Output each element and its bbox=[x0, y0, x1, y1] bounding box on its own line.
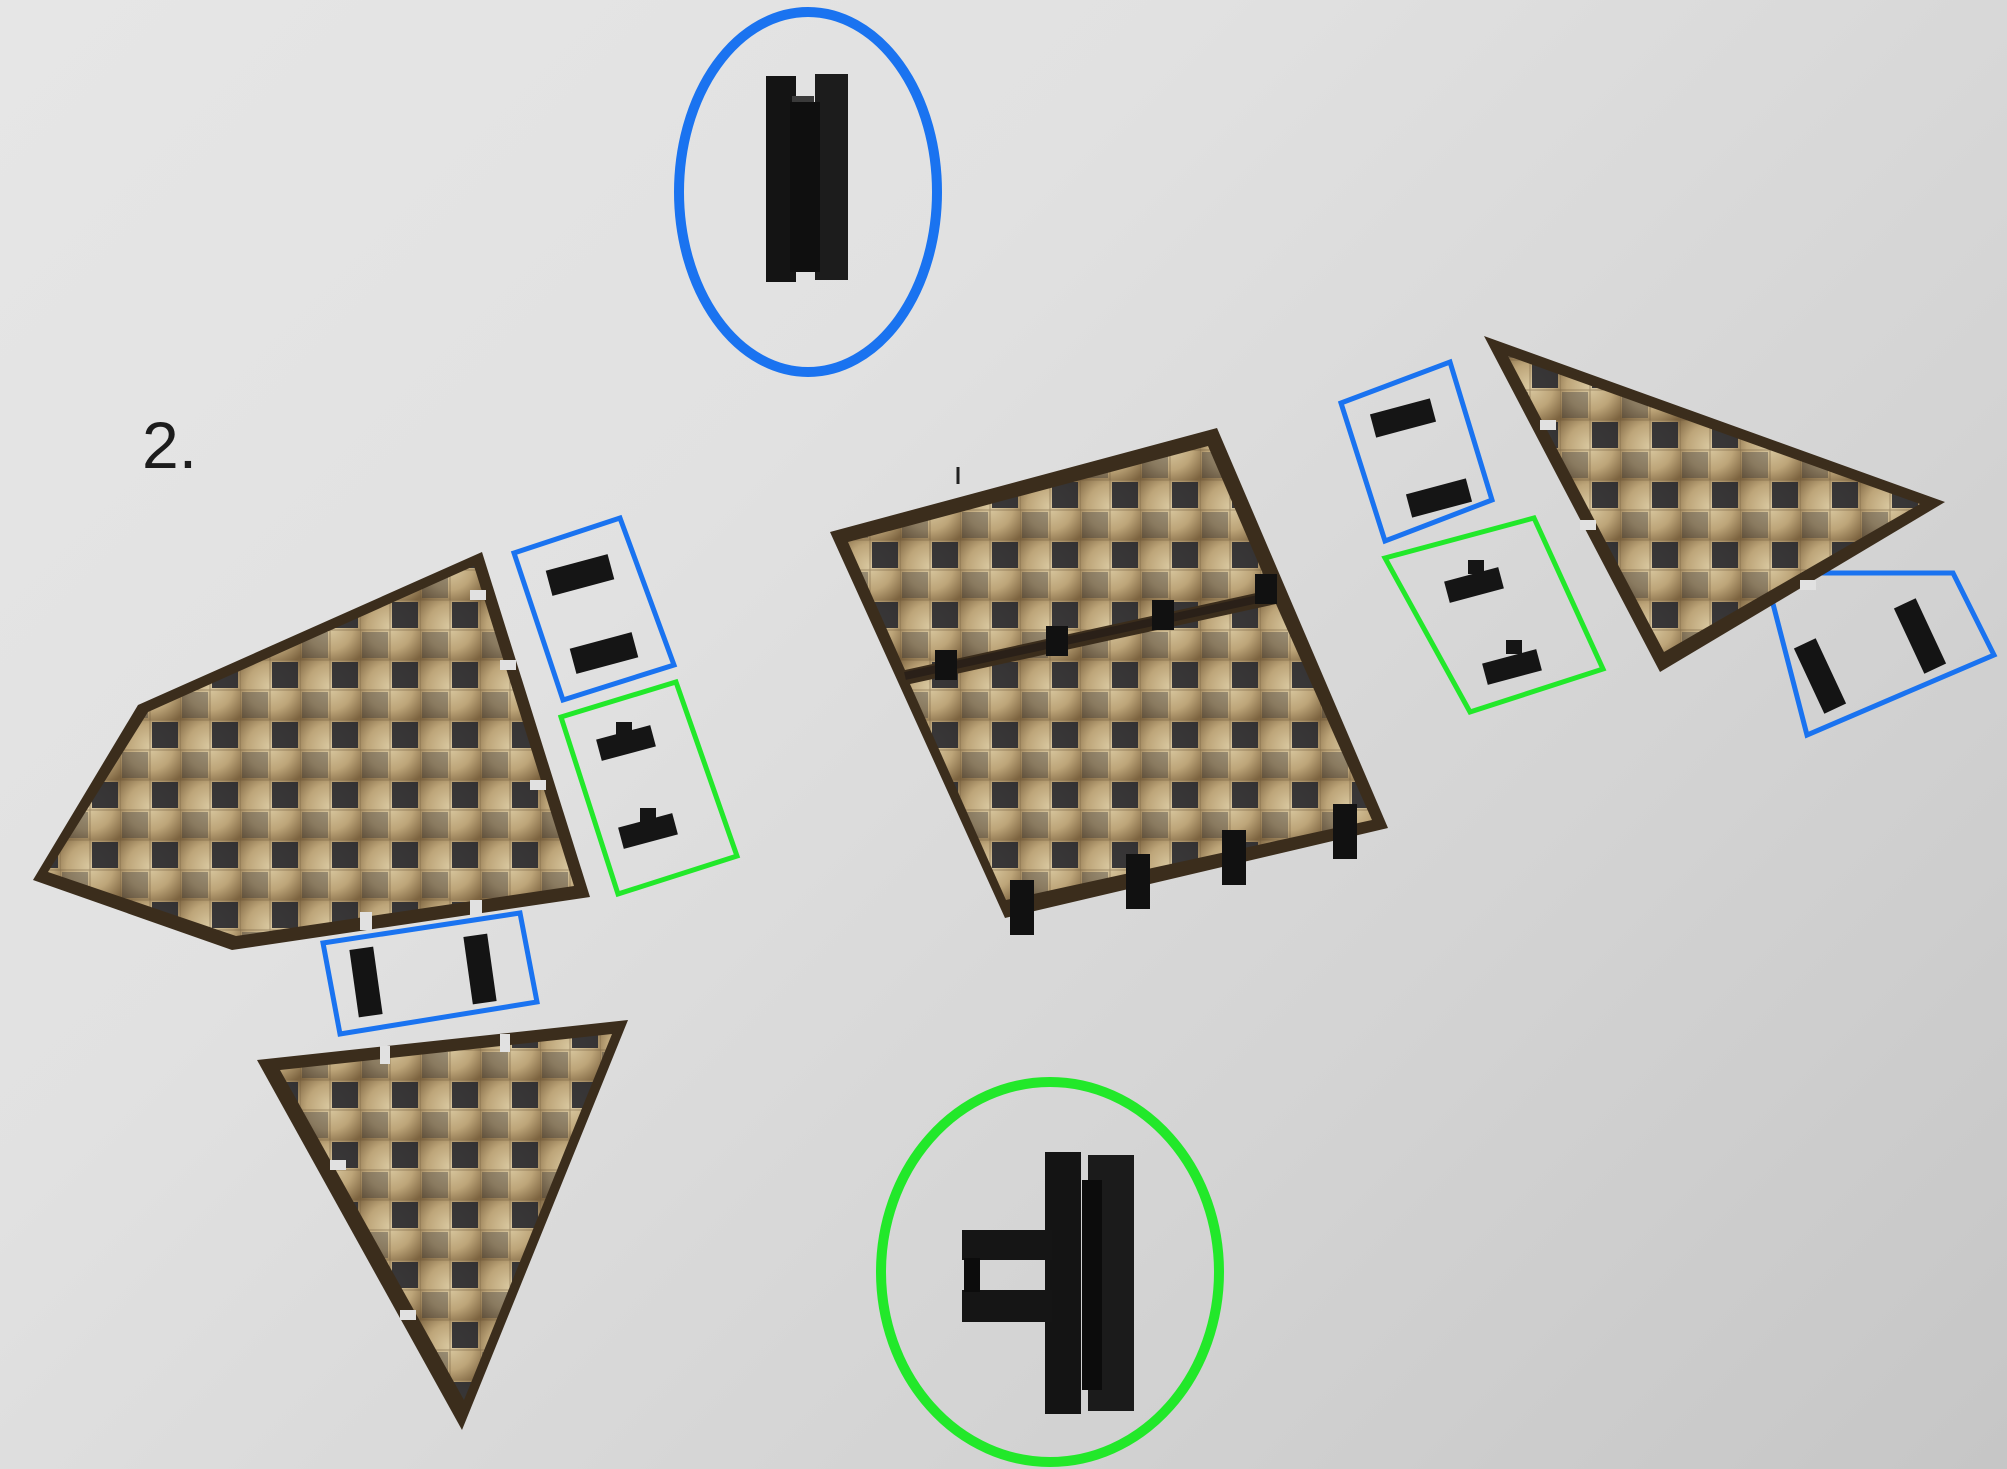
straight-connector-callout bbox=[679, 12, 937, 372]
blue-connector-group-right-lower bbox=[1765, 573, 1994, 735]
blue-connector-group-left-upper bbox=[514, 518, 674, 700]
pentagon-tile bbox=[33, 552, 590, 950]
triangle-tile-bottom-left bbox=[257, 1020, 628, 1430]
blue-connector-group-right-upper bbox=[1341, 362, 1492, 541]
t-connector-callout bbox=[881, 1082, 1219, 1462]
green-connector-group-left bbox=[561, 682, 737, 894]
green-connector-group-right bbox=[1385, 518, 1603, 712]
center-square-tile bbox=[830, 428, 1388, 935]
straight-connector-icon bbox=[766, 74, 848, 282]
triangle-tile-right bbox=[1484, 336, 1945, 672]
t-connector-icon bbox=[962, 1152, 1134, 1414]
